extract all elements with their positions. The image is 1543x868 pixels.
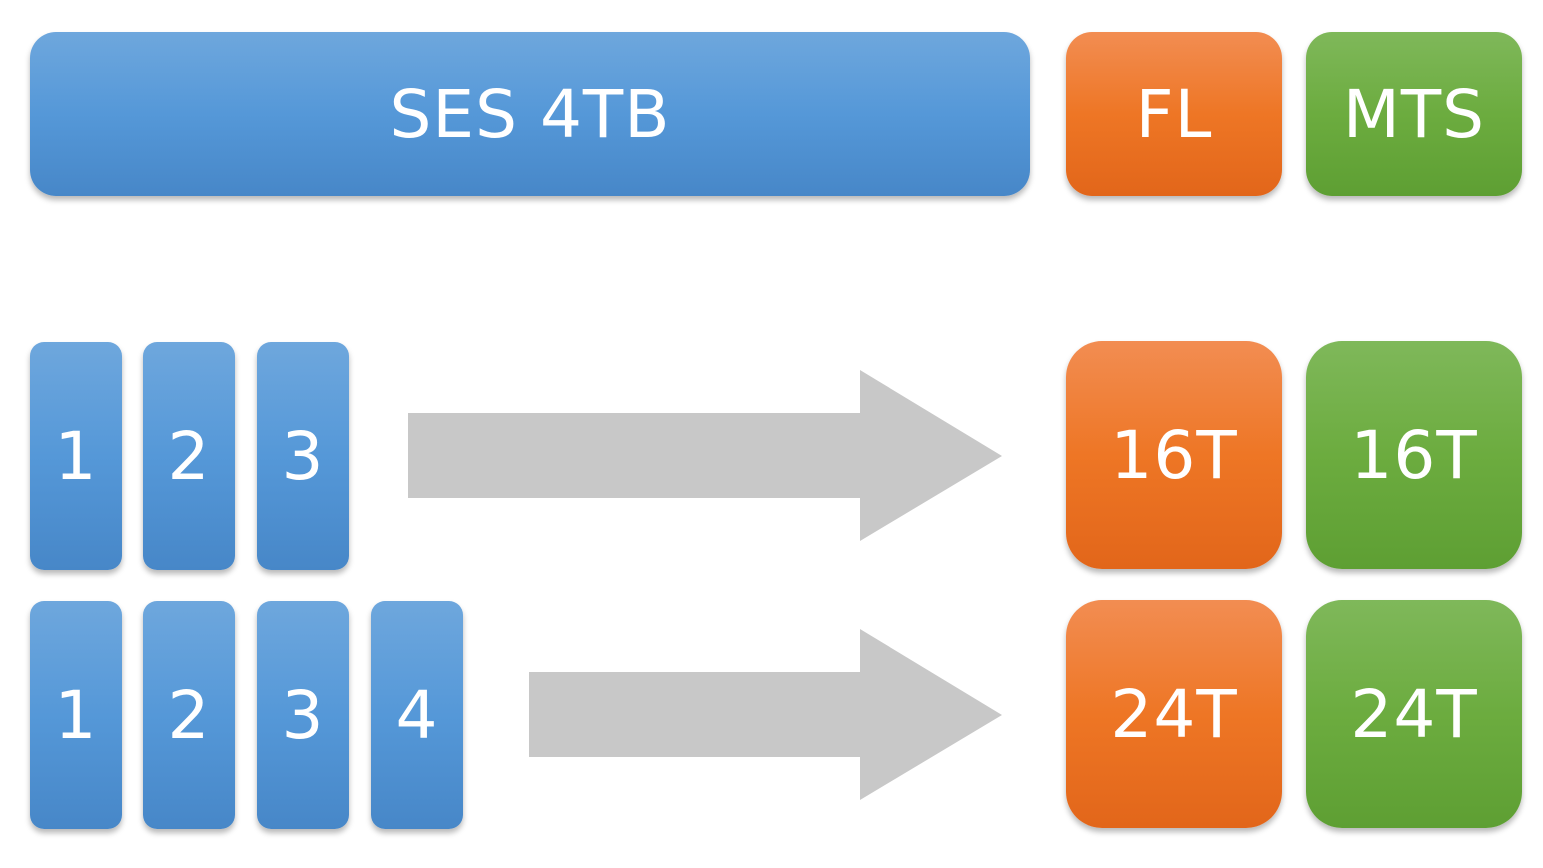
row2-fl-value: 24T bbox=[1110, 675, 1238, 753]
row1-block-2: 2 bbox=[143, 342, 235, 570]
row1-block-2-label: 2 bbox=[167, 417, 211, 495]
row2-mts-box: 24T bbox=[1306, 600, 1522, 828]
row1-block-3: 3 bbox=[257, 342, 349, 570]
mts-label: MTS bbox=[1342, 75, 1486, 153]
row1-block-1: 1 bbox=[30, 342, 122, 570]
row2-block-1-label: 1 bbox=[54, 676, 98, 754]
row2-block-3-label: 3 bbox=[281, 676, 325, 754]
row1-fl-value: 16T bbox=[1110, 416, 1238, 494]
fl-label: FL bbox=[1135, 75, 1213, 153]
row1-fl-box: 16T bbox=[1066, 341, 1282, 569]
row2-block-4: 4 bbox=[371, 601, 463, 829]
row1-block-1-label: 1 bbox=[54, 417, 98, 495]
ses-box: SES 4TB bbox=[30, 32, 1030, 196]
row2-block-1: 1 bbox=[30, 601, 122, 829]
row2-block-4-label: 4 bbox=[395, 676, 439, 754]
row2-fl-box: 24T bbox=[1066, 600, 1282, 828]
row2-block-2: 2 bbox=[143, 601, 235, 829]
row2-mts-value: 24T bbox=[1350, 675, 1478, 753]
row2-block-3: 3 bbox=[257, 601, 349, 829]
fl-box: FL bbox=[1066, 32, 1282, 196]
row2-block-2-label: 2 bbox=[167, 676, 211, 754]
mts-box: MTS bbox=[1306, 32, 1522, 196]
row1-mts-value: 16T bbox=[1350, 416, 1478, 494]
row2-arrow-icon bbox=[529, 629, 1002, 800]
ses-label: SES 4TB bbox=[389, 75, 671, 153]
row1-mts-box: 16T bbox=[1306, 341, 1522, 569]
row1-block-3-label: 3 bbox=[281, 417, 325, 495]
row1-arrow-icon bbox=[408, 370, 1002, 541]
